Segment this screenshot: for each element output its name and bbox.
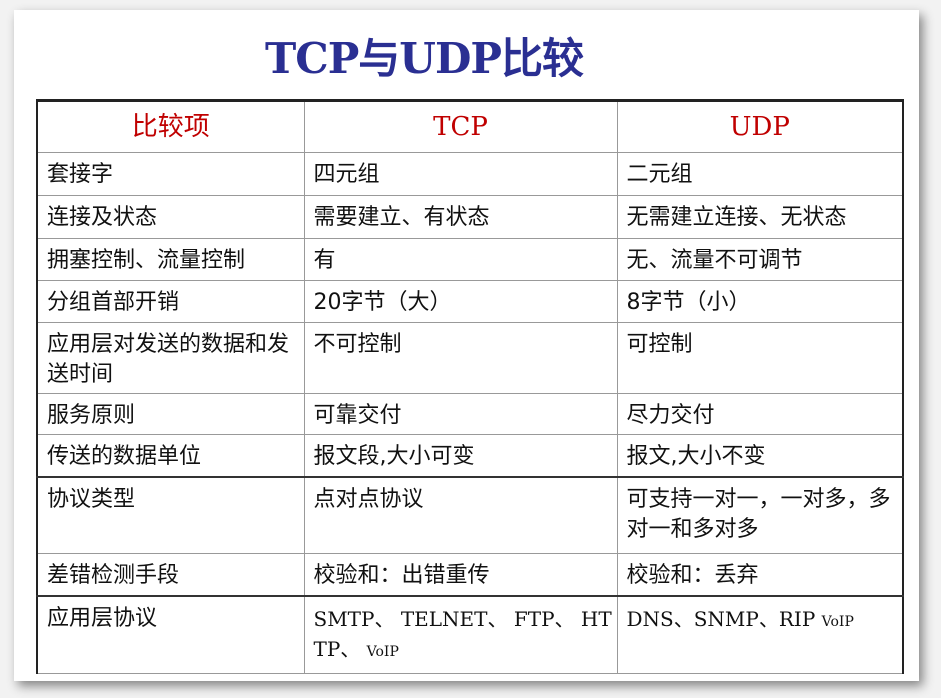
row-tcp: 不可控制 [303, 322, 618, 394]
row-udp: 无需建立连接、无状态 [616, 195, 904, 239]
row-tcp: 20字节（大） [303, 280, 618, 323]
row-udp-voip: VoIP [821, 613, 854, 630]
row-tcp: 点对点协议 [303, 475, 618, 554]
header-tcp: TCP [303, 99, 618, 153]
row-item: 服务原则 [36, 393, 305, 435]
row-tcp: SMTP、 TELNET、 FTP、 HTTP、 VoIP [303, 594, 618, 674]
row-udp-text: DNS、SNMP、RIP [626, 606, 816, 631]
row-tcp: 四元组 [303, 152, 618, 196]
row-tcp: 有 [303, 238, 618, 281]
row-item: 套接字 [36, 152, 305, 196]
row-item: 协议类型 [36, 475, 305, 554]
row-tcp: 需要建立、有状态 [303, 195, 618, 239]
row-item: 传送的数据单位 [36, 434, 305, 477]
row-tcp: 可靠交付 [303, 393, 618, 435]
table-header-row: 比较项 TCP UDP [36, 99, 904, 153]
table-row: 协议类型 点对点协议 可支持一对一，一对多，多对一和多对多 [36, 475, 904, 554]
table-row: 传送的数据单位 报文段,大小可变 报文,大小不变 [36, 434, 904, 477]
slide-title: TCP与UDP比较 [265, 34, 584, 83]
row-tcp-voip: VoIP [366, 643, 399, 660]
row-udp: 8字节（小） [616, 280, 904, 323]
row-item: 拥塞控制、流量控制 [36, 238, 305, 281]
slide: TCP与UDP比较 比较项 TCP UDP 套接字 四元组 二元组 连接及状态 … [14, 10, 919, 681]
row-udp: 可控制 [616, 322, 904, 394]
row-udp: 报文,大小不变 [616, 434, 904, 477]
row-item: 连接及状态 [36, 195, 305, 239]
table-row: 连接及状态 需要建立、有状态 无需建立连接、无状态 [36, 195, 904, 239]
row-item: 应用层对发送的数据和发送时间 [36, 322, 305, 394]
row-tcp-text: SMTP、 TELNET、 FTP、 HTTP、 [313, 606, 612, 661]
comparison-table: 比较项 TCP UDP 套接字 四元组 二元组 连接及状态 需要建立、有状态 无… [36, 99, 904, 674]
row-item: 差错检测手段 [36, 553, 305, 596]
table-row: 分组首部开销 20字节（大） 8字节（小） [36, 280, 904, 323]
table-row: 应用层协议 SMTP、 TELNET、 FTP、 HTTP、 VoIP DNS、… [36, 594, 904, 674]
table-row: 拥塞控制、流量控制 有 无、流量不可调节 [36, 238, 904, 281]
row-udp: 校验和：丢弃 [616, 553, 904, 596]
row-udp: 尽力交付 [616, 393, 904, 435]
table-row: 服务原则 可靠交付 尽力交付 [36, 393, 904, 435]
table-row: 应用层对发送的数据和发送时间 不可控制 可控制 [36, 322, 904, 394]
row-udp: 二元组 [616, 152, 904, 196]
header-item: 比较项 [36, 99, 305, 153]
row-item: 分组首部开销 [36, 280, 305, 323]
row-tcp: 报文段,大小可变 [303, 434, 618, 477]
row-tcp: 校验和：出错重传 [303, 553, 618, 596]
row-udp: 无、流量不可调节 [616, 238, 904, 281]
row-udp: DNS、SNMP、RIP VoIP [616, 594, 904, 674]
table-row: 差错检测手段 校验和：出错重传 校验和：丢弃 [36, 553, 904, 596]
header-udp: UDP [616, 99, 904, 153]
row-udp: 可支持一对一，一对多，多对一和多对多 [616, 475, 904, 554]
row-item: 应用层协议 [36, 594, 305, 674]
table-row: 套接字 四元组 二元组 [36, 152, 904, 196]
